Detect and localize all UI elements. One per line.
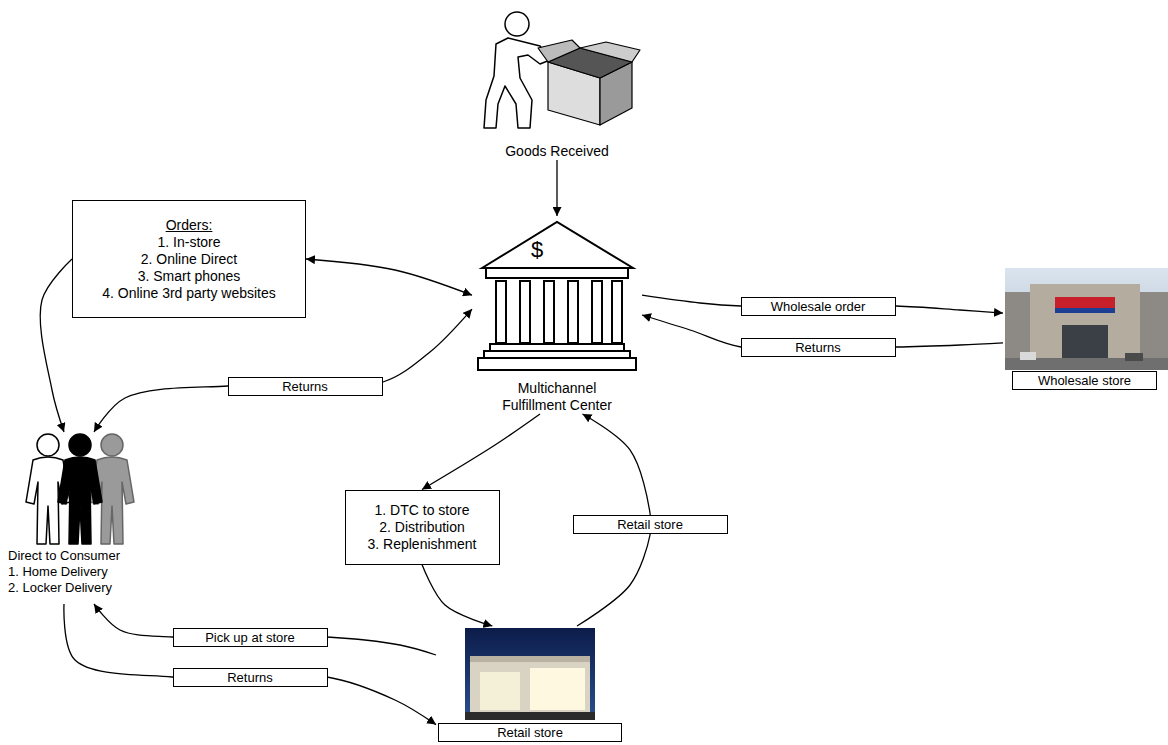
node-label: 4. Online 3rd party websites xyxy=(102,285,276,302)
bank-column xyxy=(568,281,578,343)
bank-column xyxy=(612,281,622,343)
bank-step xyxy=(478,358,636,370)
building-wall xyxy=(1005,292,1168,360)
wholesale-store: Wholesale store xyxy=(1003,266,1166,390)
connector xyxy=(422,414,540,490)
store-entrance xyxy=(1062,325,1108,360)
connector xyxy=(94,309,472,432)
bank-roof xyxy=(482,222,633,268)
connector xyxy=(556,160,557,216)
lit-window xyxy=(480,672,520,710)
edge-label: Pick up at store xyxy=(173,628,328,647)
worker-head xyxy=(505,12,529,36)
icon-symbol: $ xyxy=(472,238,602,262)
photo-sky xyxy=(465,628,595,720)
node-label: 2. Distribution xyxy=(379,519,465,536)
node-label: Goods Received xyxy=(505,143,609,160)
consumer-figure xyxy=(58,434,102,544)
bank-icon xyxy=(478,222,636,370)
edge-label: Wholesale order xyxy=(741,297,896,316)
edge-label: Returns xyxy=(173,668,328,687)
connector xyxy=(306,259,472,295)
retail-store-photo xyxy=(465,628,595,720)
node-label: 2. Locker Delivery xyxy=(8,580,112,596)
store-label: Wholesale store xyxy=(1012,371,1157,390)
building-roof xyxy=(470,656,590,662)
edge-label: Returns xyxy=(228,377,383,396)
bank-beam xyxy=(486,268,628,278)
connector xyxy=(40,259,72,432)
node-label: 3. Replenishment xyxy=(368,536,477,553)
store-sign xyxy=(1055,297,1115,308)
box-heading: Orders: xyxy=(166,217,213,234)
box-flap xyxy=(580,42,640,62)
node-label: 3. Smart phones xyxy=(138,268,241,285)
fulfillment-center-icon: $ Multichannel Fulfillment Center xyxy=(472,216,642,414)
car xyxy=(1125,353,1143,361)
building-facade xyxy=(1030,284,1140,360)
building-wall xyxy=(470,660,590,715)
consumer-figures xyxy=(26,434,134,544)
store-sign-stripe xyxy=(1055,308,1115,313)
store-label: Retail store xyxy=(438,723,622,742)
connector xyxy=(422,565,492,627)
worker-figure xyxy=(484,12,550,128)
bank-column xyxy=(496,281,506,343)
bank-column xyxy=(520,281,530,343)
consumer-icon: Direct to Consumer1. Home Delivery2. Loc… xyxy=(4,432,154,604)
node-label: 1. DTC to store xyxy=(375,502,470,519)
goods-received-icon: Goods Received xyxy=(472,8,642,160)
retail-store: Retail store xyxy=(436,626,624,742)
bank-column xyxy=(544,281,554,343)
node-label: 1. In-store xyxy=(157,234,220,251)
bank-step xyxy=(490,344,624,351)
box-flap xyxy=(538,40,580,62)
lit-window xyxy=(530,668,585,710)
edge-label: Retail store xyxy=(573,515,728,534)
node-label: 2. Online Direct xyxy=(141,251,237,268)
node-label: Direct to Consumer xyxy=(8,548,120,564)
node-label: Multichannel Fulfillment Center xyxy=(492,380,622,414)
orders-box: Orders:1. In-store2. Online Direct3. Sma… xyxy=(72,200,306,318)
bank-step xyxy=(484,351,630,358)
connector xyxy=(94,604,436,655)
node-label: 1. Home Delivery xyxy=(8,564,108,580)
bank-column xyxy=(592,281,602,343)
edge-label: Returns xyxy=(741,338,896,357)
ground xyxy=(465,712,595,720)
photo-sky xyxy=(1005,268,1168,370)
box-figure xyxy=(538,40,640,125)
wholesale-store-photo xyxy=(1005,268,1168,370)
car xyxy=(1020,352,1036,360)
connector xyxy=(64,604,436,725)
distribution-box: 1. DTC to store2. Distribution3. Repleni… xyxy=(345,490,500,565)
